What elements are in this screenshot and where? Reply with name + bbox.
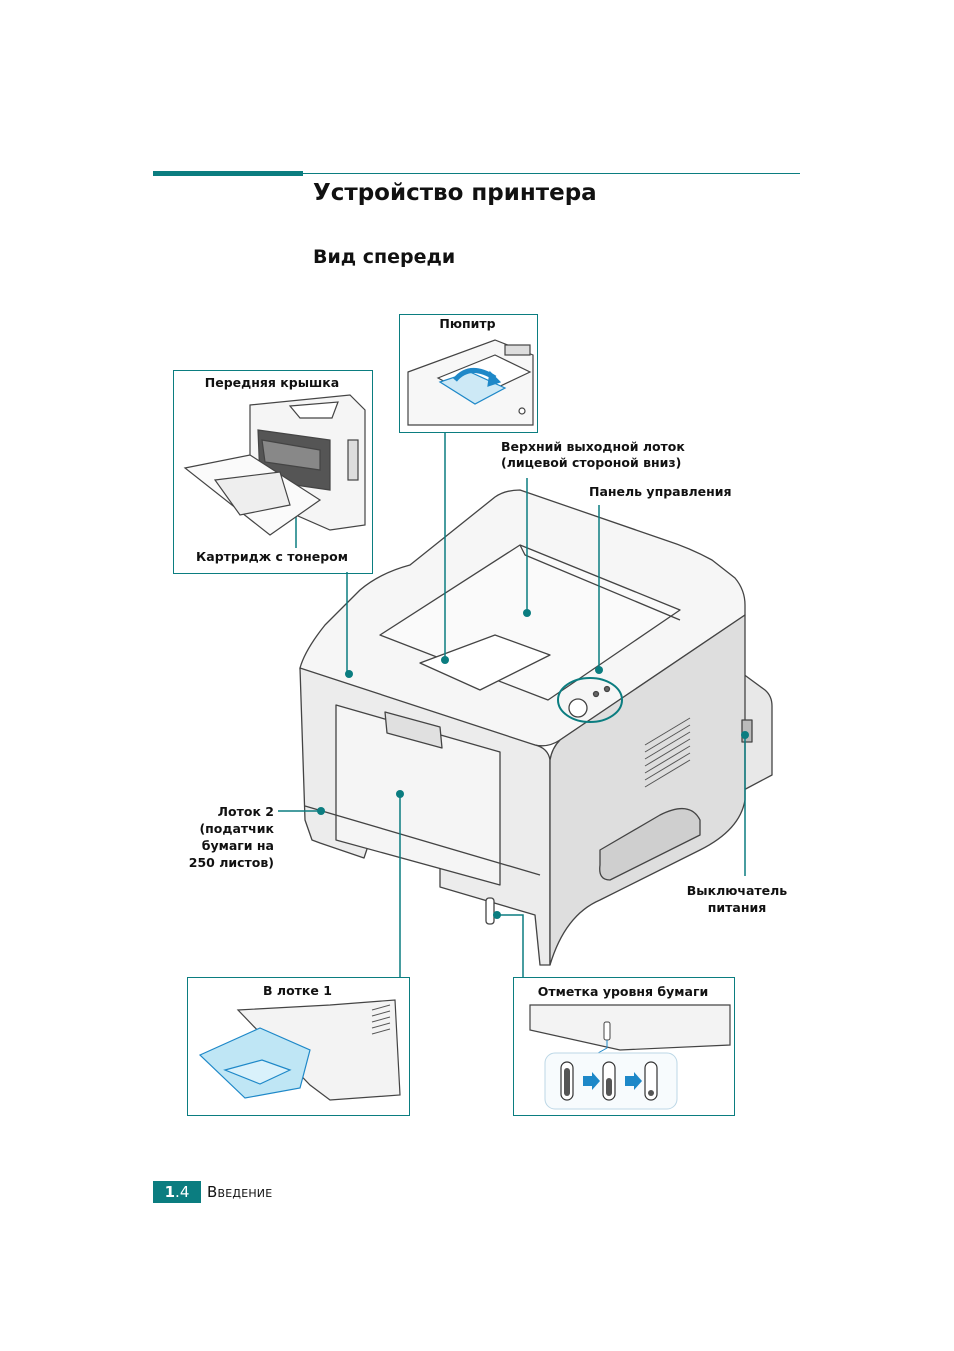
leader-lines: [278, 432, 746, 977]
label-power-switch-line2: питания: [707, 900, 767, 915]
label-tray2-line3: бумаги на: [201, 838, 274, 853]
label-top-output-tray-line2: (лицевой стороной вниз): [501, 455, 682, 470]
section-name: ВВЕДЕНИЕ: [207, 1183, 272, 1201]
page-number-value: 4: [179, 1183, 190, 1201]
label-top-output-tray-line1: Верхний выходной лоток: [501, 439, 685, 454]
inset-tray1: [198, 999, 401, 1101]
printer-illustration: [299, 489, 773, 966]
label-power-switch-line1: Выключатель: [686, 883, 788, 898]
inset-paper-level: [529, 1004, 731, 1110]
leader-dots: [292, 446, 749, 919]
header-rule-thin: [303, 173, 800, 174]
label-tray2-line4: 250 листов): [188, 855, 274, 870]
label-front-cover: Передняя крышка: [204, 375, 340, 390]
section-name-initial: В: [207, 1183, 218, 1201]
label-toner-cartridge: Картридж с тонером: [196, 549, 348, 564]
label-tray2-line2: (податчик: [199, 821, 274, 836]
header-rule-thick: [153, 171, 303, 176]
label-output-support: Пюпитр: [439, 316, 496, 331]
page-number: 1.4: [153, 1181, 201, 1203]
label-tray1: В лотке 1: [263, 983, 332, 998]
chapter-number: 1: [164, 1183, 176, 1201]
section-name-rest: ВЕДЕНИЕ: [217, 1187, 273, 1200]
label-control-panel: Панель управления: [589, 484, 732, 499]
section-title: Вид спереди: [313, 246, 456, 268]
inset-front-cover: [183, 394, 366, 536]
page-title: Устройство принтера: [313, 180, 597, 206]
label-paper-level: Отметка уровня бумаги: [537, 984, 709, 999]
inset-output-support: [407, 339, 534, 426]
label-tray2-line1: Лоток 2: [217, 804, 274, 819]
